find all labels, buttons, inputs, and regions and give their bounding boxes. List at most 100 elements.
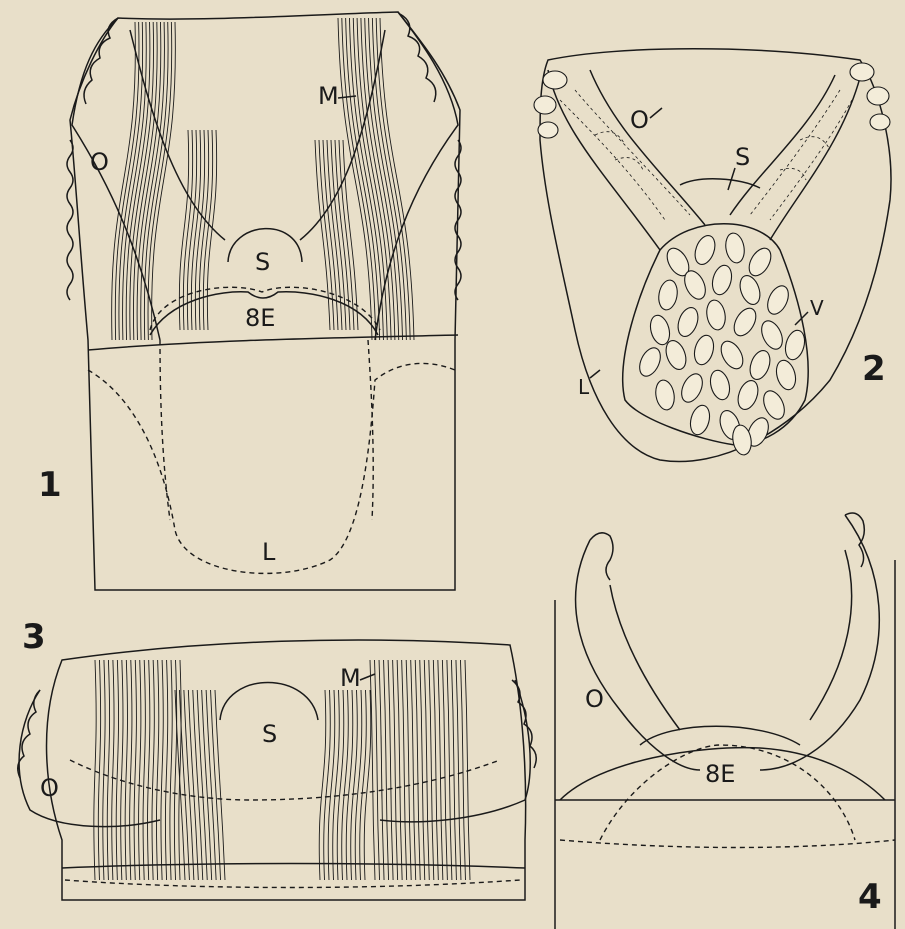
fig3-muscle-strand [193,690,203,880]
fig2-l-leader [590,370,600,378]
fig2-egg [782,328,807,362]
fig2-egg [709,263,734,297]
figure-4: O 8E 4 [555,513,895,929]
fig2-left-arm-cells [560,90,690,220]
fig3-muscle-strand [116,660,118,880]
fig3-muscle-strand [94,660,96,880]
fig2-v-leader [795,312,808,325]
fig3-lower-dash [65,880,520,888]
fig3-s-arc [220,683,318,721]
fig3-muscle-strand [130,660,132,880]
fig4-number: 4 [858,877,882,917]
fig3-muscle-strand [319,690,326,880]
fig3-muscle-strand [337,690,344,880]
fig3-muscle-strand [411,660,416,880]
fig3-muscle-strand [175,690,185,880]
fig3-left-tip [18,690,40,778]
fig3-muscle-strand [460,660,465,880]
fig3-label-m: M [340,664,361,692]
fig2-egg [745,245,776,280]
fig1-body-outline [70,12,460,590]
fig3-muscle-strand [206,690,216,880]
fig1-label-l: L [262,538,276,566]
fig3-m-leader [360,674,375,680]
fig3-muscle-strand [143,660,145,880]
fig4-8e-solid [640,726,800,745]
fig3-label-o: O [40,774,59,802]
fig3-muscle-strand [415,660,420,880]
fig3-muscle-bands [94,660,470,880]
fig2-egg [705,299,728,332]
fig4-label-8e: 8E [705,760,735,788]
fig1-right-lobe-inner [300,30,385,240]
fig4-left-tip [590,533,613,580]
fig3-muscle-strand [360,690,367,880]
fig2-egg [758,318,787,353]
fig1-label-8e: 8E [245,304,275,332]
fig2-o-leader [650,108,662,118]
fig1-inner-dash-left [160,340,170,520]
fig3-muscle-strand [125,660,127,880]
fig2-right-arm-outer [770,70,862,240]
fig3-muscle-strand [346,690,353,880]
fig3-muscle-strand [134,660,136,880]
fig4-label-o: O [585,685,604,713]
fig3-muscle-strand [324,690,331,880]
fig1-m-leader [338,96,356,98]
fig3-muscle-strand [179,690,189,880]
fig1-left-lobe [72,18,160,340]
fig2-egg [674,305,701,339]
fig1-label-m: M [318,82,339,110]
fig2-right-arm-cells [750,90,852,220]
fig1-label-o: O [90,148,109,176]
fig2-egg [773,358,798,392]
fig3-muscle-strand [402,660,407,880]
fig3-muscle-strand [364,690,371,880]
fig3-muscle-strand [170,660,172,880]
fig3-muscle-strand [406,660,411,880]
fig2-egg [636,345,665,380]
fig3-muscle-strand [328,690,335,880]
fig3-muscle-strand [456,660,461,880]
fig2-egg [764,283,793,318]
fig2-egg [730,305,761,340]
fig3-number: 3 [22,617,46,657]
fig3-muscle-strand [379,660,384,880]
fig3-muscle-strand [103,660,105,880]
fig2-label-s: S [735,143,750,171]
fig2-egg [691,333,716,367]
fig3-muscle-strand [370,660,375,880]
fig2-body-outline [540,49,891,462]
fig3-muscle-strand [384,660,389,880]
fig4-right-arm-outer [760,515,879,770]
fig1-number: 1 [38,465,62,505]
fig3-muscle-strand [211,690,221,880]
fig2-egg [734,378,761,412]
fig1-right-lobe [375,12,458,340]
fig3-muscle-strand [156,660,158,880]
fig4-left-arm-outer [576,540,700,770]
fig3-muscle-strand [351,690,358,880]
fig4-left-arm-inner [610,585,680,730]
fig3-muscle-strand [438,660,443,880]
fig1-muscle-strand [323,140,338,330]
fig3-muscle-strand [355,690,362,880]
fig1-muscle-strand [339,140,354,330]
fig2-egg [746,348,773,382]
fig3-muscle-strand [161,660,163,880]
fig3-muscle-strand [112,660,114,880]
fig3-muscle-strand [388,660,393,880]
fig3-muscle-strand [333,690,340,880]
fig3-muscle-strand [188,690,198,880]
fig3-muscle-strand [107,660,109,880]
fig3-muscle-strand [393,660,398,880]
fig3-muscle-strand [447,660,452,880]
fig3-muscle-strand [152,660,154,880]
fig3-muscle-strand [139,660,141,880]
fig3-label-s: S [262,720,277,748]
figure-2: O S V L 2 [534,49,891,462]
fig2-number: 2 [862,349,886,389]
fig3-muscle-strand [98,660,100,880]
figure-3: M S O 3 [18,617,537,900]
